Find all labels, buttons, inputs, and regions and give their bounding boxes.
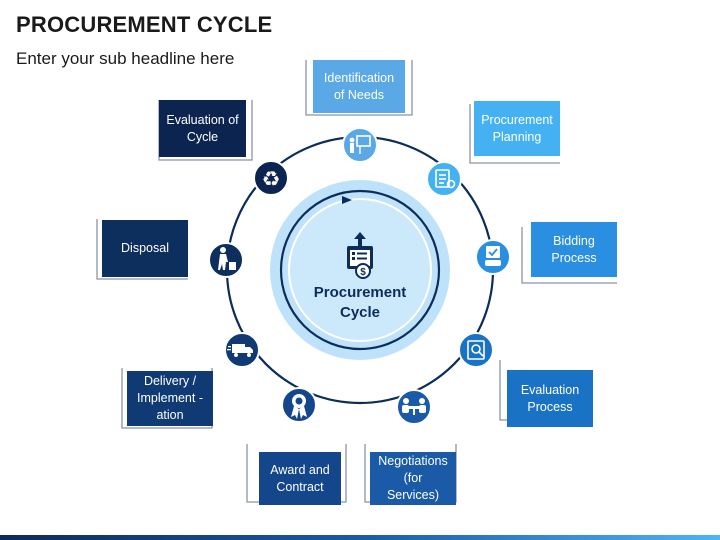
stage-award-and-contract: Award and Contract xyxy=(259,452,341,505)
stage-disposal: Disposal xyxy=(102,220,188,277)
node-bidding xyxy=(475,239,511,275)
stage-evaluation-of-cycle: Evaluation of Cycle xyxy=(159,100,246,157)
stage-negotiations: Negotiations (for Services) xyxy=(370,452,456,505)
clipboard-money-icon: $ xyxy=(347,232,373,279)
award-ribbon-icon xyxy=(291,394,307,419)
connector-disposal xyxy=(96,219,188,280)
footer-gradient-bar xyxy=(0,535,720,540)
document-review-icon xyxy=(467,340,485,360)
stage-bidding-process: Bidding Process xyxy=(531,222,617,277)
center-label-line2: Cycle xyxy=(340,304,380,321)
stage-delivery-implementation: Delivery / Implement -ation xyxy=(127,371,213,426)
checklist-icon xyxy=(435,169,456,189)
node-evaluation-cycle: ♻ xyxy=(253,160,289,196)
page-subtitle: Enter your sub headline here xyxy=(16,49,235,68)
recycle-icon: ♻ xyxy=(262,167,281,191)
presentation-board-icon xyxy=(349,135,371,154)
center-ring xyxy=(279,189,441,351)
svg-text:$: $ xyxy=(360,267,366,278)
center-label-line1: Procurement xyxy=(314,284,407,301)
node-planning xyxy=(426,161,462,197)
stage-evaluation-process: Evaluation Process xyxy=(507,370,593,427)
node-evaluation-process xyxy=(458,332,494,368)
stage-identification-of-needs: Identification of Needs xyxy=(313,60,405,113)
node-disposal xyxy=(208,242,244,278)
connector-planning xyxy=(469,104,560,164)
delivery-truck-icon xyxy=(227,344,253,357)
node-delivery xyxy=(224,332,260,368)
node-identification xyxy=(342,127,378,163)
connector-identification xyxy=(305,60,413,116)
connector-evaluation-process xyxy=(499,360,507,421)
center-arrow-icon xyxy=(342,196,352,204)
vote-hand-icon xyxy=(485,246,501,266)
meeting-icon xyxy=(402,398,426,415)
page-title: PROCUREMENT CYCLE xyxy=(16,12,273,37)
connector-bidding xyxy=(521,227,617,284)
node-negotiations xyxy=(396,389,432,425)
node-award xyxy=(281,387,317,423)
worker-disposal-icon xyxy=(218,247,236,270)
stage-procurement-planning: Procurement Planning xyxy=(474,101,560,156)
